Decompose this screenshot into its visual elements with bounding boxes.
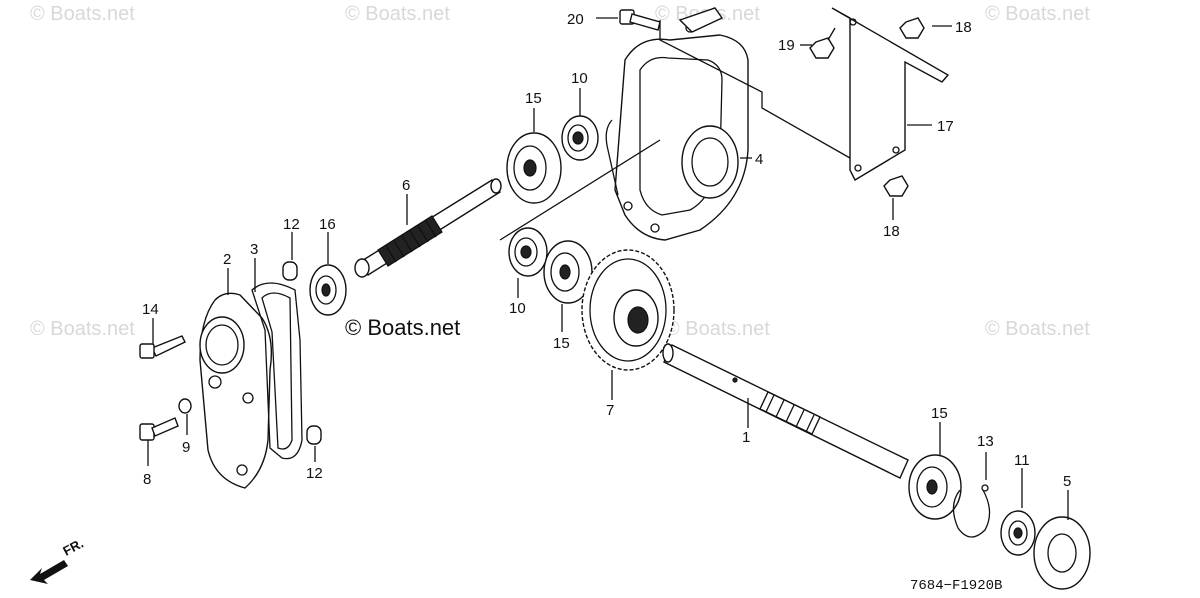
watermark-mid-left: © Boats.net [30, 318, 135, 340]
callout-19: 19 [778, 37, 795, 54]
callout-8: 8 [143, 471, 151, 488]
callout-13: 13 [977, 433, 994, 450]
bearing-15-upper [506, 132, 562, 204]
watermark-mid-right-center: © Boats.net [665, 318, 770, 340]
washer-9 [178, 398, 192, 414]
washer [1033, 516, 1091, 590]
callout-15-upper: 15 [525, 90, 542, 107]
callout-10-lower: 10 [509, 300, 526, 317]
bearing-10-upper [561, 115, 599, 161]
bolt-19 [809, 27, 836, 59]
bearing-15-lower [908, 454, 962, 520]
gasket [251, 282, 303, 460]
callout-15-lower: 15 [931, 405, 948, 422]
watermark-top-right: © Boats.net [985, 3, 1090, 25]
callout-15-middle: 15 [553, 335, 570, 352]
watermark-center: © Boats.net [345, 315, 460, 340]
callout-9: 9 [182, 439, 190, 456]
callout-labels: 20 19 18 17 4 18 10 15 6 16 12 3 2 14 9 … [142, 11, 1071, 490]
callout-2: 2 [223, 251, 231, 268]
bearing-10-lower [508, 227, 548, 277]
callout-1: 1 [742, 429, 750, 446]
nut-18-lower [883, 175, 909, 197]
bearing-16 [309, 264, 347, 316]
callout-12-lower: 12 [306, 465, 323, 482]
callout-20: 20 [567, 11, 584, 28]
oil-seal [1000, 510, 1036, 556]
callout-18-upper: 18 [955, 19, 972, 36]
callout-12-upper: 12 [283, 216, 300, 233]
front-arrow-icon [30, 560, 68, 584]
callout-5: 5 [1063, 473, 1071, 490]
callout-18-lower: 18 [883, 223, 900, 240]
callout-4: 4 [755, 151, 763, 168]
callout-10-upper: 10 [571, 70, 588, 87]
nut-18-upper [899, 17, 925, 39]
spur-gear [581, 249, 675, 371]
circlip [952, 484, 991, 538]
watermark-top-center: © Boats.net [345, 3, 450, 25]
diagram-code: 7684−F1920B [910, 578, 1002, 594]
callout-3: 3 [250, 241, 258, 258]
leader-lines [147, 17, 1069, 520]
callout-16: 16 [319, 216, 336, 233]
worm-shaft [354, 178, 502, 278]
watermark-top-left: © Boats.net [30, 3, 135, 25]
gear-case-cover [199, 292, 273, 489]
dowel-pin-upper [282, 261, 298, 281]
callout-14: 14 [142, 301, 159, 318]
callout-6: 6 [402, 177, 410, 194]
bolt-14 [139, 335, 186, 359]
watermark-mid-right: © Boats.net [985, 318, 1090, 340]
direction-label: FR. [60, 536, 86, 559]
dowel-pin-lower [306, 425, 322, 445]
callout-7: 7 [606, 402, 614, 419]
gear-case-housing [605, 7, 749, 241]
bolt-8 [139, 417, 179, 441]
front-direction-indicator: FR. [30, 536, 86, 584]
output-shaft [662, 343, 909, 479]
callout-11: 11 [1014, 452, 1030, 469]
assembly-lines [499, 20, 851, 241]
bolt-20 [619, 9, 661, 31]
bracket-plate [831, 7, 950, 181]
callout-17: 17 [937, 118, 954, 135]
